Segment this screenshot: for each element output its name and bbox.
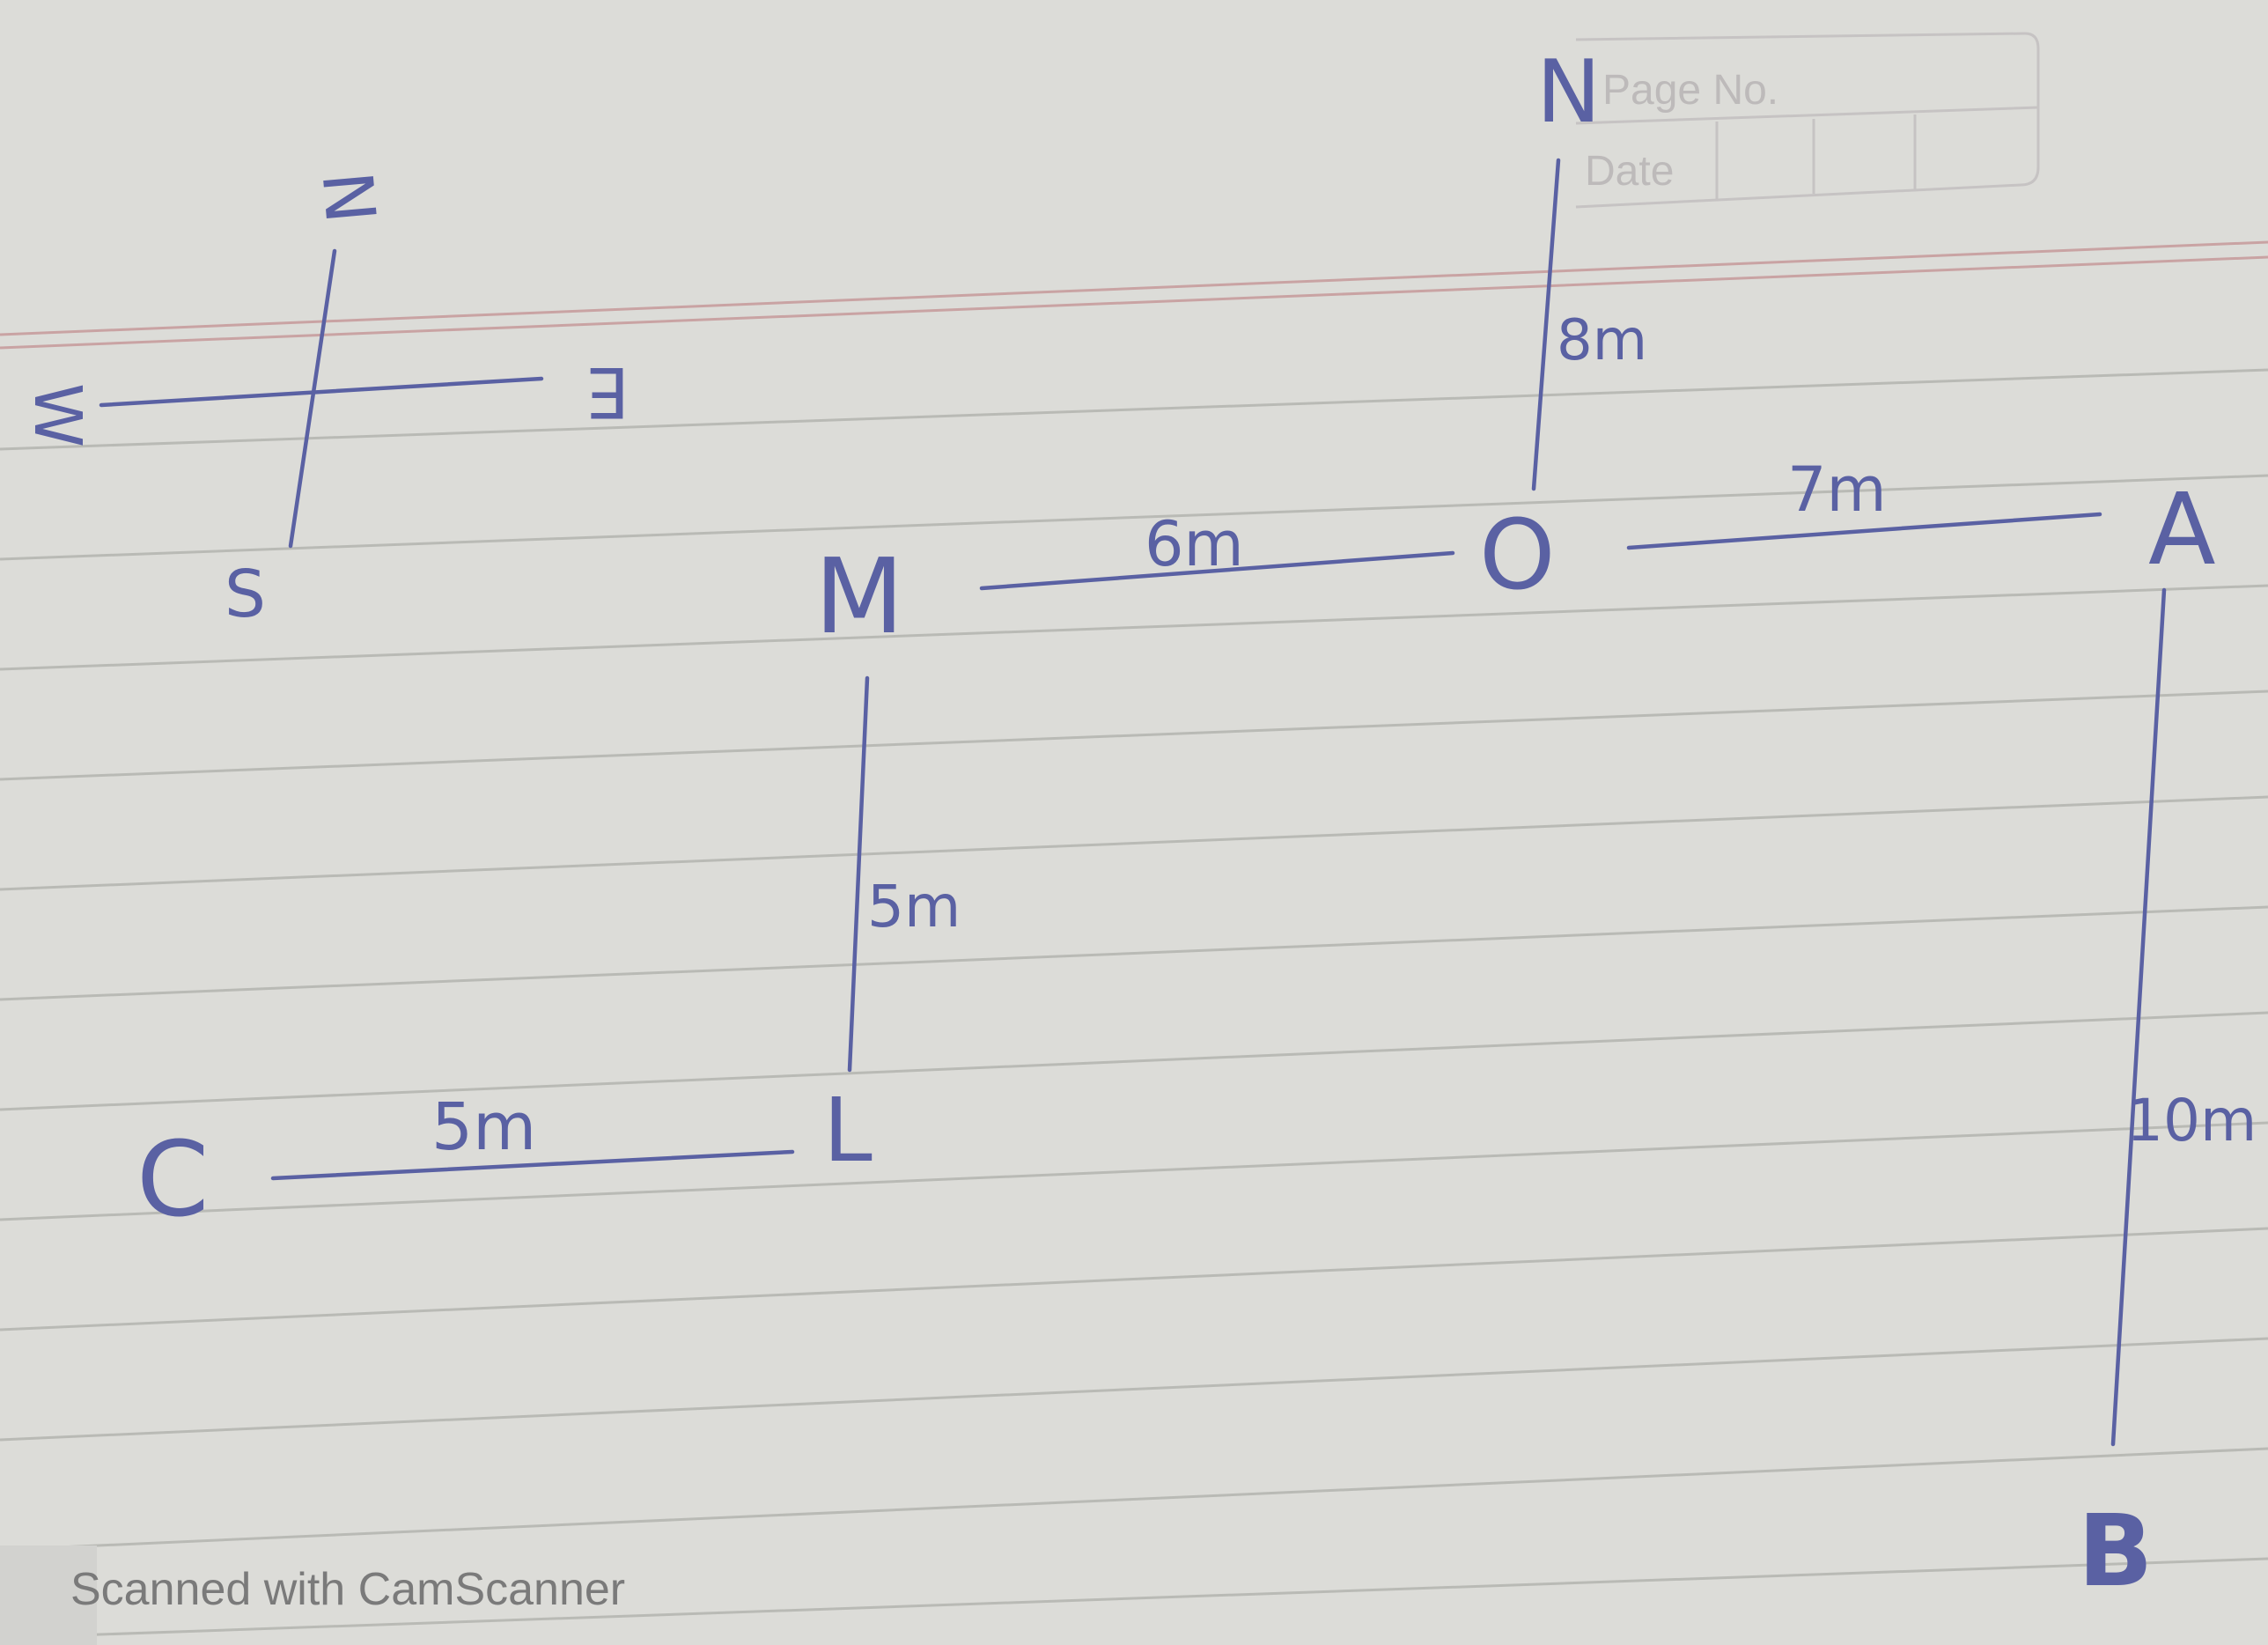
compass-west-label: W [19,383,95,447]
segment-m-o [979,550,1455,591]
point-l: L [823,1079,873,1182]
segment-o-north [1531,158,1561,491]
ruled-lines [0,368,2268,1640]
segment-c-l [270,1149,795,1181]
header-margin-lines [0,240,2268,350]
label-segment-c-l: 5m [431,1089,536,1165]
page-date-box: Page No. Date [1575,32,2040,209]
label-segment-a-b: 10m [2126,1087,2257,1154]
compass-rose: N S E W [19,168,630,632]
label-segment-o-a: 7m [1787,454,1887,526]
page-no-label: Page No. [1602,67,1778,114]
watermark-text: Scanned with CamScanner [70,1564,625,1615]
compass-we-line [99,376,544,408]
segment-m-l [847,675,870,1073]
date-label: Date [1585,148,1674,195]
compass-south-label: S [225,557,266,632]
point-c: C [136,1118,209,1240]
label-segment-o-north: 8m [1557,308,1647,373]
point-b: B [2078,1494,2153,1609]
segment-o-a [1626,512,2102,550]
segment-a-b [2110,587,2167,1447]
route-diagram: N O A B M L C 8m 7m 10m 6m 5m 5m [136,42,2257,1609]
camscanner-logo-icon [0,1545,97,1645]
point-a: A [2148,473,2216,587]
compass-ns-line [288,248,337,549]
label-segment-m-o: 6m [1145,508,1244,580]
point-m: M [814,535,904,657]
compass-east-label: E [586,351,630,431]
compass-north-label: N [310,168,394,226]
point-o: O [1479,498,1556,611]
point-north-marker: N [1536,42,1601,143]
label-segment-m-l: 5m [867,873,961,941]
